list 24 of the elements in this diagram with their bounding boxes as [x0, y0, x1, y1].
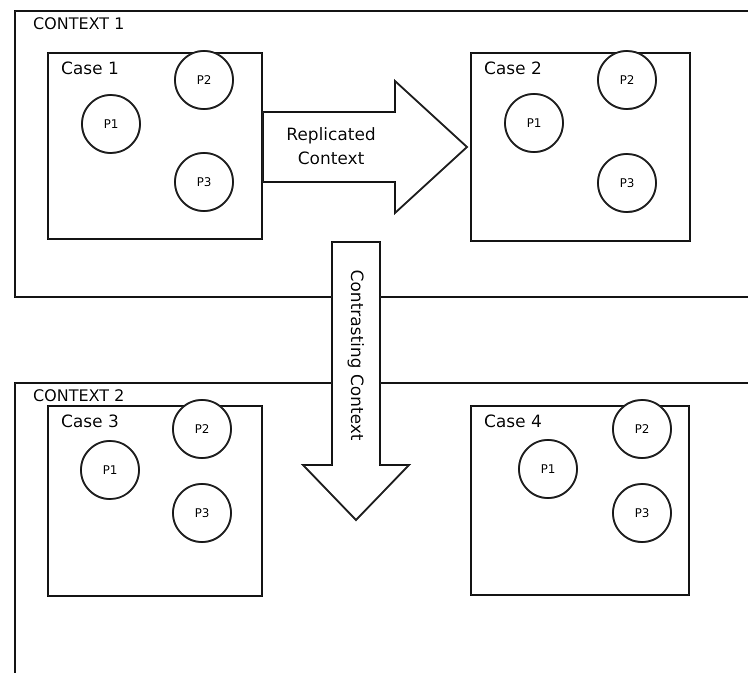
- participant-label: P3: [634, 506, 650, 520]
- edge-label: Contrasting Context: [345, 270, 367, 440]
- case-box: [47, 52, 263, 240]
- participant-label: P2: [620, 73, 634, 87]
- participant-label: P1: [102, 463, 118, 477]
- participant-label: P1: [526, 116, 542, 130]
- context-title: CONTEXT 2: [33, 386, 124, 405]
- case-title: Case 1: [61, 59, 119, 79]
- participant-label: P1: [104, 117, 118, 131]
- case-title: Case 3: [61, 412, 119, 432]
- participant-label: P3: [194, 506, 210, 520]
- block-arrow: [300, 241, 412, 522]
- case-title: Case 4: [484, 412, 542, 432]
- block-arrow: [262, 78, 468, 216]
- context-title: CONTEXT 1: [33, 14, 124, 33]
- participant-label: P2: [634, 422, 650, 436]
- case-title: Case 2: [484, 59, 542, 79]
- edge-label: Replicated Context: [285, 124, 377, 171]
- case-box: [470, 52, 691, 242]
- participant-label: P1: [540, 462, 556, 476]
- participant-label: P2: [196, 73, 212, 87]
- participant-label: P3: [620, 176, 634, 190]
- participant-label: P3: [196, 175, 212, 189]
- participant-label: P2: [194, 422, 210, 436]
